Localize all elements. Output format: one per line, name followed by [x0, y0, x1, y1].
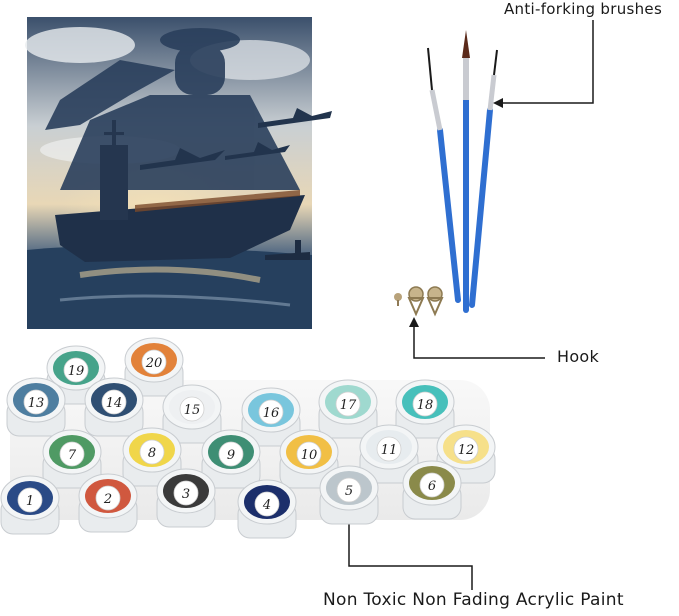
- brush-middle: [462, 30, 470, 313]
- paint-pot-number: 7: [68, 448, 77, 463]
- paint-pot-11: 11: [359, 424, 419, 484]
- paint-pot-2: 2: [78, 473, 138, 533]
- paint-pot-number: 16: [263, 406, 280, 421]
- paint-pot-number: 2: [103, 492, 112, 507]
- canvas-painting: [25, 17, 332, 329]
- hook-arrowhead: [409, 317, 419, 327]
- paint-pot-14: 14: [84, 377, 144, 437]
- paint-pot-12: 12: [436, 424, 496, 484]
- paint-pot-number: 13: [28, 396, 45, 411]
- paint-pot-10: 10: [279, 429, 339, 489]
- paint-pot-number: 6: [428, 479, 436, 494]
- hook-callout: [413, 325, 545, 359]
- brushes-callout: [501, 20, 594, 104]
- paint-pot-4: 4: [237, 479, 297, 539]
- hook-label: Hook: [557, 347, 600, 366]
- hook-hardware: [394, 286, 444, 317]
- paint-pot-number: 12: [458, 443, 475, 458]
- paint-pot-number: 17: [340, 398, 357, 413]
- hook-right: [426, 286, 444, 317]
- paint-pot-18: 18: [395, 379, 455, 439]
- paint-pot-13: 13: [6, 377, 66, 437]
- paint-pot-17: 17: [318, 379, 378, 439]
- paint-pot-number: 5: [345, 484, 353, 499]
- paint-pot-number: 14: [106, 396, 123, 411]
- paint-pot-5: 5: [319, 465, 379, 525]
- paint-pot-9: 9: [201, 429, 261, 489]
- paint-pot-15: 15: [162, 384, 222, 444]
- fighter-jets: [140, 108, 332, 170]
- brush-set: [427, 30, 498, 313]
- brush-right: [469, 49, 498, 308]
- paint-pot-number: 10: [301, 448, 318, 463]
- aircraft-carrier: [55, 120, 305, 262]
- paint-pot-7: 7: [42, 429, 102, 489]
- paint-pot-1: 1: [0, 475, 60, 535]
- paint-pot-number: 1: [26, 494, 34, 509]
- paint-pot-number: 15: [184, 403, 201, 418]
- paint-pot-20: 20: [124, 337, 184, 397]
- paint-pot-6: 6: [402, 460, 462, 520]
- paint-pot-number: 19: [68, 364, 85, 379]
- paint-pot-16: 16: [241, 387, 301, 447]
- brushes-label: Anti-forking brushes: [504, 0, 663, 18]
- paint-pot-number: 11: [381, 443, 398, 458]
- paint-callout: [348, 513, 473, 590]
- brush-left: [427, 47, 461, 303]
- paint-pot-number: 18: [417, 398, 434, 413]
- paint-pot-number: 3: [182, 487, 190, 502]
- paint-pot-number: 20: [145, 356, 163, 371]
- paint-pot-number: 4: [262, 498, 271, 513]
- paint-label: Non Toxic Non Fading Acrylic Paint: [323, 590, 624, 610]
- paint-pot-number: 9: [227, 448, 235, 463]
- paint-pot-3: 3: [156, 468, 216, 528]
- hook-left: [407, 286, 425, 317]
- brushes-arrowhead: [493, 98, 503, 108]
- paint-pot-number: 8: [148, 446, 156, 461]
